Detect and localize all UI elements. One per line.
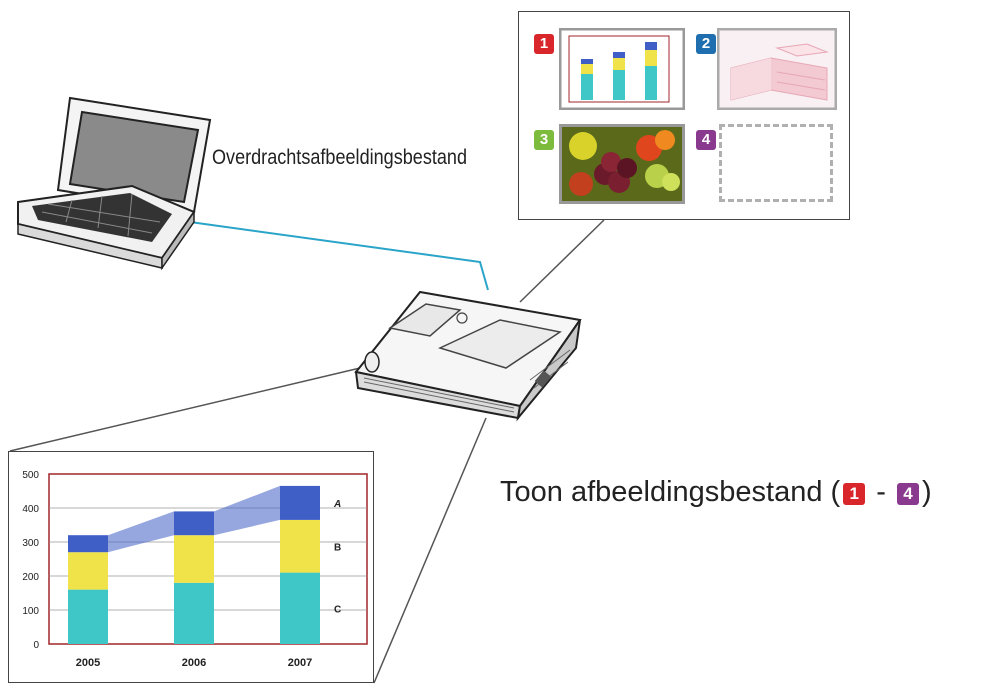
projection-line-left (9, 367, 361, 452)
y-tick-label: 400 (22, 504, 39, 515)
projector-icon (354, 290, 582, 422)
projection-line-bottom (373, 417, 487, 684)
display-badge-4: 4 (896, 483, 919, 505)
bar-segment (68, 535, 108, 553)
slot-4-badge: 4 (696, 130, 716, 150)
series-label: B (334, 542, 341, 553)
network-cable (189, 221, 489, 291)
slot-4-empty-placeholder[interactable] (719, 124, 833, 202)
bar-segment (68, 589, 108, 644)
y-tick-label: 500 (22, 470, 39, 481)
x-tick-label: 2006 (182, 657, 206, 669)
bar-segment (68, 552, 108, 590)
display-badge-1: 1 (843, 483, 866, 505)
y-tick-label: 100 (22, 606, 39, 617)
slot-1-badge: 1 (534, 34, 554, 54)
x-tick-label: 2005 (76, 657, 100, 669)
y-tick-label: 200 (22, 572, 39, 583)
stacked-bar-chart: 0 100 200 300 400 500 2005 2006 2007 C B A (22, 470, 368, 669)
bar-segment (280, 572, 320, 644)
image-grid-panel: 1 2 3 4 (518, 11, 850, 220)
display-label-suffix: ) (921, 476, 932, 508)
bar-segment (174, 582, 214, 644)
slot-1-chart-thumbnail[interactable] (559, 28, 685, 110)
series-label: C (334, 604, 341, 615)
x-tick-label: 2007 (288, 657, 312, 669)
slot-3-badge: 3 (534, 130, 554, 150)
projection-line-top (519, 219, 605, 303)
slot-2-3d-chart-thumbnail[interactable] (717, 28, 837, 110)
laptop-icon (17, 96, 212, 271)
y-tick-label: 300 (22, 538, 39, 549)
slot-3-fruit-photo-thumbnail[interactable] (559, 124, 685, 204)
bar-segment (280, 519, 320, 573)
bar-segment (280, 485, 320, 520)
y-tick-label: 0 (33, 640, 39, 651)
bar-segment (174, 511, 214, 536)
display-label: Toon afbeeldingsbestand (1 - 4) (500, 476, 932, 509)
display-label-sep: - (868, 476, 894, 508)
enlarged-chart-panel: 0 100 200 300 400 500 2005 2006 2007 C B A (8, 451, 374, 683)
slot-2-badge: 2 (696, 34, 716, 54)
bar-segment (174, 535, 214, 583)
series-a-band (108, 511, 174, 553)
series-label: A (333, 499, 341, 510)
transfer-label: Overdrachtsafbeeldingsbestand (212, 146, 468, 169)
series-a-band (214, 485, 280, 536)
display-label-prefix: Toon afbeeldingsbestand ( (500, 476, 841, 508)
